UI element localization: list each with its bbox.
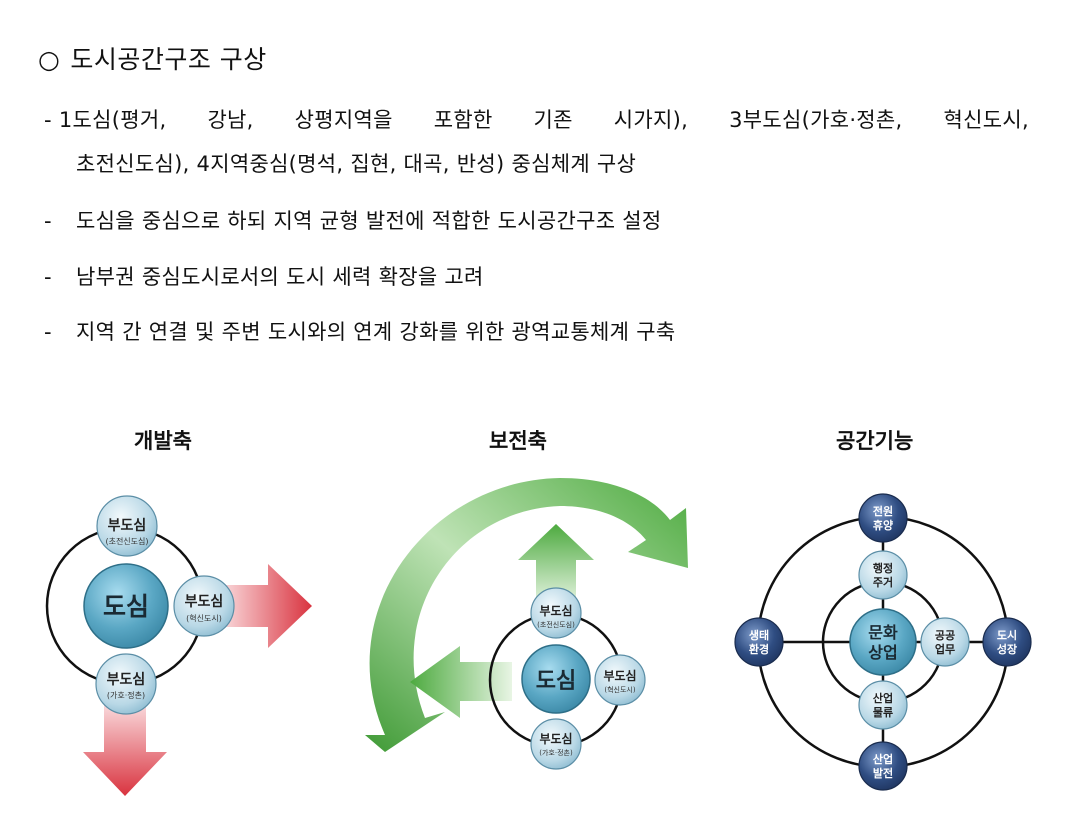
bullet-1-line-1: - 1도심(평거, 강남, 상평지역을 포함한 기존 시가지), 3부도심(가호… [44, 108, 1029, 132]
svg-text:도시: 도시 [997, 629, 1017, 642]
bullet-1-line-2: 초전신도심), 4지역중심(명석, 집현, 대곡, 반성) 중심체계 구상 [76, 152, 637, 176]
curved-arrow-green [365, 478, 688, 752]
svg-text:산업: 산업 [873, 752, 893, 766]
svg-text:(혁신도시): (혁신도시) [604, 685, 635, 694]
svg-text:발전: 발전 [873, 766, 893, 780]
svg-text:산업: 산업 [873, 691, 893, 705]
diagram-1-development-axis: 도심 부도심 (초전신도심) 부도심 (혁신도시) 부도심 (가호·정촌) [45, 495, 312, 796]
diagram-2-title: 보전축 [489, 429, 547, 453]
svg-text:(초전신도심): (초전신도심) [105, 536, 148, 546]
diagram-1-title: 개발축 [134, 429, 192, 453]
svg-text:(가호·정촌): (가호·정촌) [107, 690, 145, 700]
svg-text:부도심: 부도심 [539, 731, 572, 746]
diagram-2-conservation-axis: 도심 부도심 (초전신도심) 부도심 (혁신도시) 부도심 (가호·정촌) [365, 478, 688, 770]
bullet-3: -남부권 중심도시로서의 도시 세력 확장을 고려 [44, 265, 484, 289]
bullet-2: -도심을 중심으로 하되 지역 균형 발전에 적합한 도시공간구조 설정 [44, 209, 662, 233]
right-arrow-red [218, 564, 312, 648]
svg-text:공공: 공공 [935, 629, 955, 642]
diagram-3-spatial-function: 문화 상업 행정 주거 공공 업무 산업 물류 전원 휴양 생태 환경 도시 성… [734, 493, 1032, 791]
svg-text:(가호·정촌): (가호·정촌) [539, 748, 573, 757]
svg-text:생태: 생태 [749, 628, 769, 642]
svg-text:(혁신도시): (혁신도시) [186, 614, 222, 623]
up-arrow-green [518, 524, 594, 605]
left-arrow-green [410, 646, 512, 718]
bullet-4: -지역 간 연결 및 주변 도시와의 연계 강화를 위한 광역교통체계 구축 [44, 320, 676, 344]
svg-text:전원: 전원 [873, 504, 893, 518]
svg-text:상업: 상업 [868, 643, 897, 662]
section-heading: ○ 도시공간구조 구상 [38, 40, 267, 76]
svg-text:(초전신도심): (초전신도심) [537, 620, 575, 629]
svg-text:환경: 환경 [749, 642, 769, 656]
svg-text:부도심: 부도심 [108, 518, 147, 534]
diagram-3-title: 공간기능 [836, 429, 914, 453]
svg-text:휴양: 휴양 [873, 518, 893, 532]
down-arrow-red [83, 700, 167, 796]
svg-text:주거: 주거 [873, 575, 893, 589]
heading-marker: ○ [38, 45, 61, 74]
svg-text:부도심: 부도심 [107, 672, 146, 688]
bullet-1: - 1도심(평거, 강남, 상평지역을 포함한 기존 시가지), 3부도심(가호… [44, 104, 1064, 178]
svg-text:도심: 도심 [536, 669, 576, 694]
svg-text:문화: 문화 [868, 623, 898, 642]
svg-text:행정: 행정 [873, 561, 893, 575]
svg-text:부도심: 부도심 [539, 603, 572, 618]
svg-text:업무: 업무 [935, 643, 955, 656]
center-label: 도심 [103, 592, 149, 621]
svg-text:성장: 성장 [997, 642, 1017, 656]
svg-text:부도심: 부도심 [185, 594, 224, 610]
svg-text:부도심: 부도심 [603, 668, 636, 683]
heading-text: 도시공간구조 구상 [70, 45, 267, 74]
svg-text:물류: 물류 [873, 706, 893, 719]
